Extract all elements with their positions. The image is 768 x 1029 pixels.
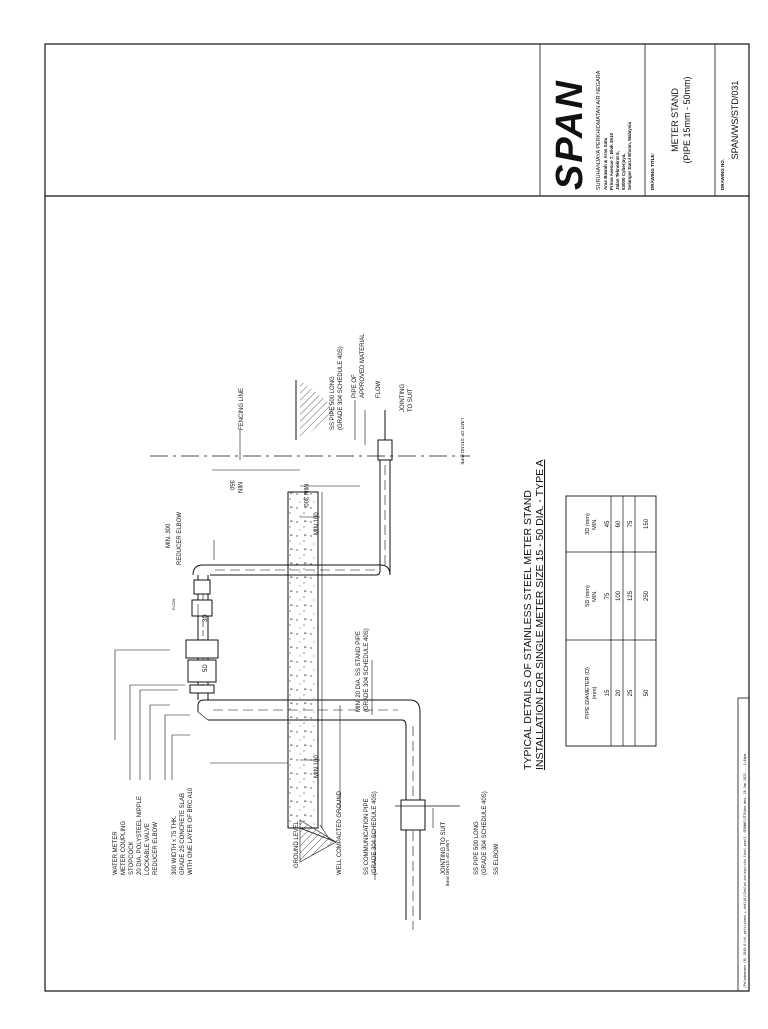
main-title-line1: TYPICAL DETAILS OF STAINLESS STEEL METER…	[522, 490, 534, 770]
label-stopcock: STOPCOCK	[129, 841, 135, 875]
label-ss-elbow: SS ELBOW	[494, 843, 500, 875]
label-flow-top: FLOW	[376, 380, 382, 398]
table-header-pipe-1: PIPE DIAMETER (D)	[585, 667, 591, 719]
footer-strip	[737, 697, 750, 992]
label-approved-material-2: APPROVED MATERIAL	[360, 333, 366, 398]
table-cell: 100	[616, 590, 622, 601]
label-350-min: MIN	[236, 482, 242, 493]
table-cell: 25	[628, 689, 634, 696]
label-jointing-top-1: JOINTING	[400, 384, 406, 412]
address-line-4: 63000 Cyberjaya,	[621, 153, 626, 190]
table-header-5d-2: MIN.	[592, 590, 598, 602]
drawing-title-line2: (PIPE 15mm - 50mm)	[682, 76, 692, 163]
table-header-pipe-2: (mm)	[592, 686, 598, 699]
label-reducer-elbow-left: REDUCER ELBOW	[153, 822, 159, 875]
label-ss-pipe-500-top-1: SS PIPE 500 LONG	[330, 376, 336, 430]
sheet-border	[44, 43, 750, 992]
title-block: SPAN SURUHANJAYA PERKHIDMATAN AIR NEGARA…	[539, 44, 740, 196]
table-cell: 15	[605, 689, 611, 696]
label-well-compacted: WELL COMPACTED GROUND	[337, 790, 343, 875]
label-approved-material-1: PIPE OF	[352, 374, 358, 398]
label-3d: 3D	[203, 614, 209, 622]
label-min100-left: MIN 100	[314, 755, 320, 778]
table-cell: 150	[644, 518, 650, 529]
footer-file-path: [Pelanbenane (M) 2019 G:\el_pelv\stand +…	[743, 754, 747, 988]
meter-stand-detail	[114, 380, 470, 930]
drawing-no-label: DRAWING NO.	[720, 159, 725, 190]
label-slab-1: 300 WIDTH x 75 THK.	[172, 815, 178, 875]
label-stand-pipe-1: MIN. 20 DIA. SS STAND PIPE	[356, 631, 362, 712]
address-line-2: Prima Avenue 7, Blok 3510	[609, 133, 614, 190]
main-title-line2: INSTALLATION FOR SINGLE METER SIZE 15 - …	[534, 460, 546, 770]
label-stand-pipe-2: (GRADE 304 SCHEDULE 40S)	[364, 628, 370, 712]
org-name: SURUHANJAYA PERKHIDMATAN AIR NEGARA	[596, 70, 602, 190]
table-cell: 75	[605, 592, 611, 599]
label-flow-arrow: FLOW	[171, 598, 176, 610]
pipe-size-table: PIPE DIAMETER (D) (mm) 5D (mm) MIN. 3D (…	[565, 495, 657, 747]
table-header-5d-1: 5D (mm)	[585, 585, 591, 607]
communication-pipe-bend	[197, 699, 421, 920]
address-line-3: Jalan Teknokrat 6,	[615, 151, 620, 190]
label-jointing-left: JOINTING TO SUIT	[441, 822, 447, 875]
label-5d: 5D	[203, 664, 209, 672]
address-line-5: Selangor Darul Ehsan, Malaysia	[627, 121, 632, 190]
label-fencing-line: FENCING LINE	[239, 388, 245, 430]
label-meter-coupling: METER COUPLING	[121, 821, 127, 875]
label-min100-right: MIN 100	[314, 512, 320, 535]
label-jointing-top-2: TO SUIT	[408, 388, 414, 412]
label-ss-pipe-500-1: SS PIPE 500 LONG	[474, 821, 480, 875]
label-ss-pipe-500-top-2: (GRADE 304 SCHEDULE 40S)	[338, 346, 344, 430]
label-ground-level: GROUND LEVEL	[294, 820, 300, 868]
label-limit-stand-pipe-bottom: LIMIT OF STAND PIPE	[445, 840, 450, 887]
jointing-top	[377, 439, 393, 461]
drawing-title-line1: METER STAND	[670, 88, 680, 152]
label-ss-pipe-500-2: (GRADE 304 SCHEDULE 40S)	[482, 791, 488, 875]
label-350: 350	[228, 480, 234, 491]
water-meter-body	[185, 639, 219, 659]
label-lockable-valve: LOCKABLE VALVE	[145, 823, 151, 875]
label-slab-2: GRADE 25 CONCRETE SLAB	[180, 793, 186, 875]
table-cell: 20	[616, 689, 622, 696]
label-slab-3: WITH ONE LAYER OF BRC A10	[188, 787, 194, 875]
table-cell: 125	[628, 590, 634, 601]
drawing-no: SPAN/WS/STD/031	[730, 81, 740, 160]
address-line-1: Aras Bawah & Aras Satu	[603, 137, 608, 190]
label-comm-pipe-2: (GRADE 304 SCHEDULE 40S)	[372, 791, 378, 875]
ground-hatch-right	[300, 380, 338, 440]
table-cell: 250	[644, 590, 650, 601]
table-cell: 45	[605, 520, 611, 527]
table-cell: 75	[628, 520, 634, 527]
detail-labels: WATER METER METER COUPLING STOPCOCK 20 D…	[113, 333, 500, 887]
concrete-slab	[287, 491, 319, 829]
label-min300-vertical: MIN. 300	[166, 523, 172, 548]
span-logo: SPAN	[549, 79, 591, 190]
drawing-title-label: DRAWING TITLE:	[650, 153, 655, 190]
label-polysteel-nipple: 20 DIA. POLYSTEEL NIPPLE	[137, 796, 143, 875]
ground-hatch-left	[299, 819, 337, 863]
reducer-elbow-top	[192, 564, 210, 576]
label-min300-horizontal: MIN 300	[302, 484, 308, 507]
lockable-valve	[187, 659, 217, 683]
jointing-bottom	[400, 799, 426, 831]
label-limit-stand-pipe: LIMIT OF STAND PIPE	[460, 418, 465, 465]
table-cell: 60	[616, 520, 622, 527]
table-header-3d-1: 3D (mm)	[585, 513, 591, 535]
label-comm-pipe-1: SS COMMUNICATION PIPE	[364, 798, 370, 875]
label-reducer-elbow-top: REDUCER ELBOW	[177, 512, 183, 565]
label-water-meter: WATER METER	[113, 831, 119, 875]
table-cell: 50	[644, 689, 650, 696]
table-header-3d-2: MIN.	[592, 518, 598, 530]
